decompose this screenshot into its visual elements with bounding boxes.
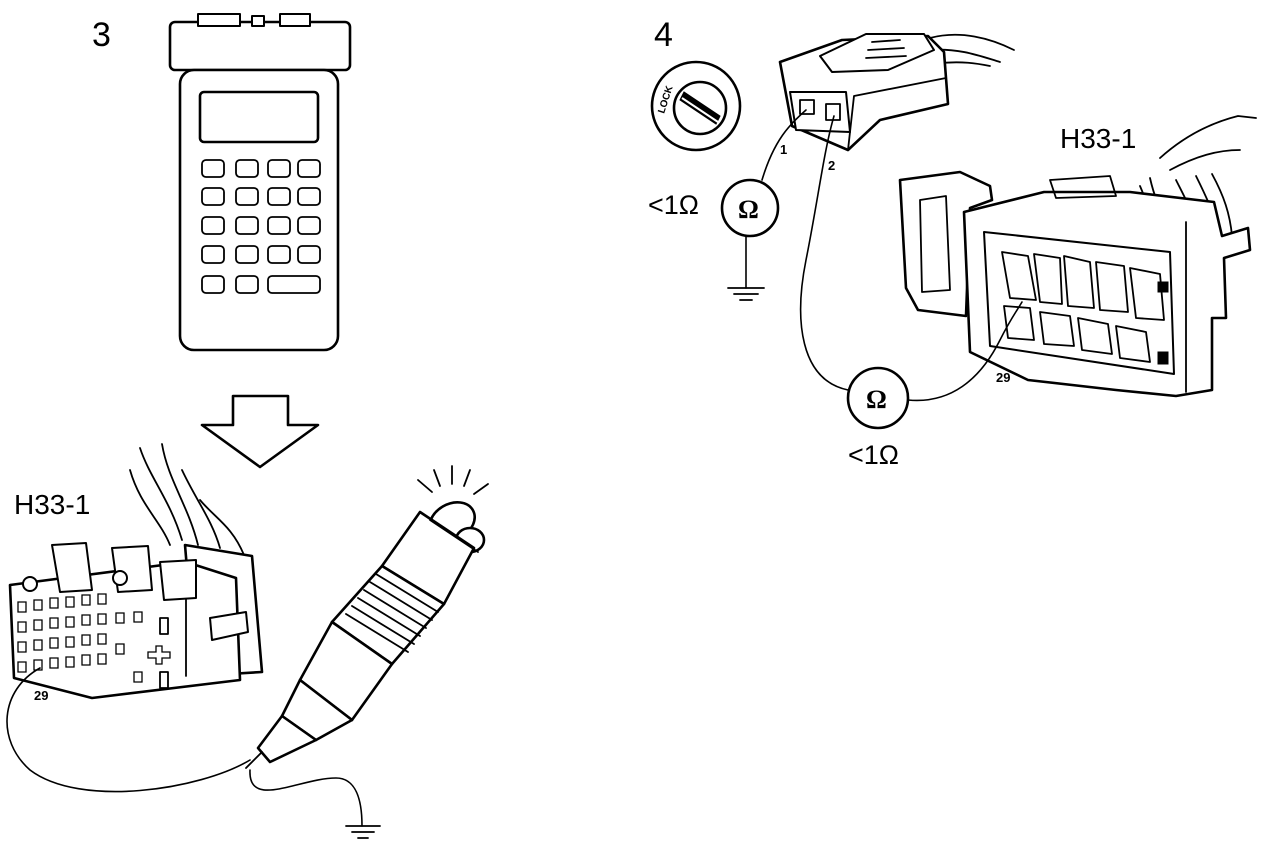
connector-h33-1-front-icon	[8, 443, 264, 700]
step-4-pin1-wire	[761, 109, 807, 181]
ground-symbol-icon	[345, 825, 381, 839]
ohmmeter-bottom-symbol: Ω	[866, 385, 887, 414]
ohmmeter-top-icon: Ω	[720, 178, 780, 238]
step-3-ground-wire	[249, 769, 363, 827]
step-3-connector-label: H33-1	[14, 489, 90, 520]
step-4-number: 4	[654, 16, 673, 54]
reading-bottom: <1Ω	[848, 440, 899, 470]
step-3-number: 3	[92, 16, 111, 54]
plug-pin-2-label: 2	[828, 158, 835, 173]
two-pin-plug-icon	[778, 33, 1015, 152]
ohmmeter-top-symbol: Ω	[738, 195, 759, 224]
scan-tool-icon	[168, 13, 352, 352]
step-4-pin-label: 29	[996, 370, 1010, 385]
step-4-connector-label: H33-1	[1060, 123, 1136, 154]
reading-top: <1Ω	[648, 190, 699, 220]
step-4-pin29-wire	[907, 301, 1023, 402]
ohmmeter-bottom-icon: Ω	[846, 366, 910, 430]
down-arrow-icon	[200, 394, 320, 469]
plug-pin-1-label: 1	[780, 142, 787, 157]
ground-symbol-icon	[727, 287, 765, 301]
connector-h33-1-perspective-icon	[898, 115, 1257, 398]
step-3-test-wire	[6, 667, 251, 793]
step-4-pin2-wire	[799, 115, 849, 391]
ignition-lock-icon: LOCK	[650, 60, 742, 152]
step-3-pin-label: 29	[34, 688, 48, 703]
test-lamp-icon	[245, 465, 489, 769]
